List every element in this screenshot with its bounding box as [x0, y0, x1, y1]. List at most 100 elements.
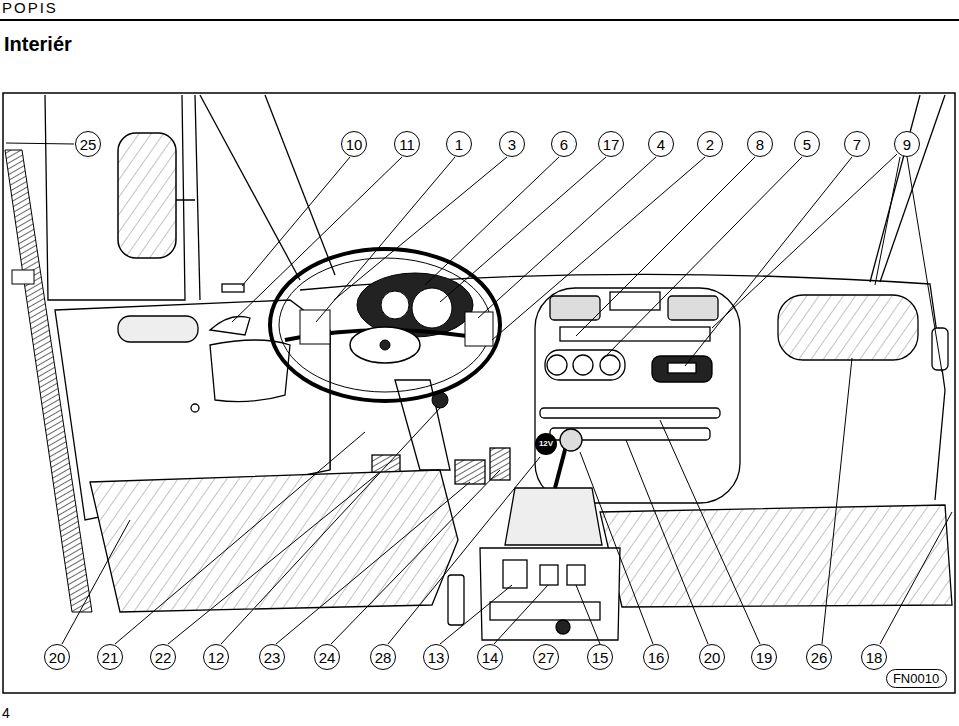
- center-console: [573, 355, 593, 375]
- steering-wheel: [350, 327, 420, 363]
- leader-lines: [907, 157, 942, 372]
- callout-text: 17: [603, 137, 620, 152]
- center-console: [600, 355, 620, 375]
- leader-lines: [232, 157, 402, 322]
- callout-number: 23: [259, 644, 285, 670]
- socket-badge: [535, 433, 557, 455]
- callout-text: 18: [866, 650, 883, 665]
- callout-number: 20: [699, 644, 725, 670]
- callout-number: 6: [551, 131, 577, 157]
- callout-number: 28: [370, 644, 396, 670]
- callout-number: 12: [203, 644, 229, 670]
- center-console: [652, 356, 712, 382]
- cabin: [200, 95, 300, 280]
- page-title: Interiér: [4, 34, 72, 54]
- leader-lines: [600, 157, 802, 362]
- center-console: [550, 296, 600, 320]
- callout-number: 17: [598, 131, 624, 157]
- cabin: [265, 95, 335, 275]
- callout-text: 11: [399, 137, 415, 152]
- mirror: [176, 199, 195, 201]
- callout-text: 23: [264, 650, 281, 665]
- leader-lines: [478, 157, 656, 318]
- callout-text: 2: [706, 137, 714, 152]
- page-number: 4: [2, 706, 10, 720]
- leader-lines: [440, 157, 606, 302]
- callout-text: 13: [428, 650, 445, 665]
- callout-number: 7: [844, 131, 870, 157]
- steering-wheel: [279, 258, 491, 392]
- callout-number: 21: [97, 644, 123, 670]
- leader-lines: [331, 470, 500, 644]
- center-console: [547, 355, 567, 375]
- gear-lever: [448, 575, 464, 625]
- callout-number: 11: [394, 131, 420, 157]
- leader-lines: [576, 157, 755, 336]
- callout-text: 9: [903, 137, 911, 152]
- steering-wheel: [395, 380, 450, 470]
- callout-text: 15: [592, 650, 609, 665]
- callout-text: 8: [756, 137, 764, 152]
- leader-lines: [440, 585, 512, 644]
- frame: [3, 93, 955, 693]
- callout-number: 15: [587, 644, 613, 670]
- center-console: [668, 363, 696, 373]
- callout-text: 12: [208, 650, 225, 665]
- frame: [3, 93, 955, 693]
- leader-lines: [576, 585, 600, 644]
- callout-number: 16: [643, 644, 669, 670]
- leader-lines: [425, 157, 559, 285]
- gear-lever: [503, 560, 527, 588]
- callout-text: 24: [319, 650, 336, 665]
- mirror: [118, 133, 176, 258]
- gear-lever: [505, 488, 602, 545]
- seatbelt: [5, 150, 92, 612]
- callout-number: 14: [477, 644, 503, 670]
- callout-text: 19: [756, 650, 773, 665]
- leader-lines: [712, 154, 897, 328]
- callout-number: 19: [751, 644, 777, 670]
- mirror: [118, 133, 195, 258]
- leader-lines: [492, 157, 705, 340]
- callout-text: 28: [375, 650, 392, 665]
- callout-number: 10: [341, 131, 367, 157]
- steering-wheel: [270, 249, 500, 470]
- leader-lines: [875, 157, 900, 285]
- leader-lines: [494, 585, 548, 644]
- door: [191, 404, 199, 412]
- pedals: [455, 460, 485, 484]
- callout-text: 7: [853, 137, 861, 152]
- steering-wheel: [300, 310, 330, 344]
- socket-label: 12V: [539, 440, 553, 448]
- leader-lines: [168, 472, 380, 644]
- socket-badge: [535, 433, 557, 455]
- cabin: [45, 95, 185, 300]
- callout-number: 3: [499, 131, 525, 157]
- callout-text: 25: [80, 137, 97, 152]
- leader-lines: [822, 358, 852, 644]
- callout-text: 26: [811, 650, 828, 665]
- callout-text: 21: [102, 650, 119, 665]
- center-console: [668, 296, 718, 320]
- callout-number: 20: [44, 644, 70, 670]
- leader-lines: [334, 157, 507, 300]
- center-console: [535, 288, 740, 503]
- callout-number: 5: [794, 131, 820, 157]
- callout-text: 14: [482, 650, 499, 665]
- callout-text: 4: [657, 137, 665, 152]
- seatbelt: [12, 270, 34, 284]
- figure-code-box: FN0010: [886, 669, 947, 688]
- center-console: [545, 350, 625, 380]
- figure-code: FN0010: [893, 672, 939, 685]
- steering-wheel: [381, 291, 409, 319]
- gear-lever: [556, 620, 570, 634]
- leader-lines: [880, 512, 952, 644]
- steering-wheel: [270, 249, 500, 401]
- leader-lines: [388, 457, 540, 644]
- door: [222, 284, 244, 292]
- gear-lever: [567, 565, 585, 585]
- callout-text: 10: [346, 137, 363, 152]
- glovebox: [778, 295, 918, 360]
